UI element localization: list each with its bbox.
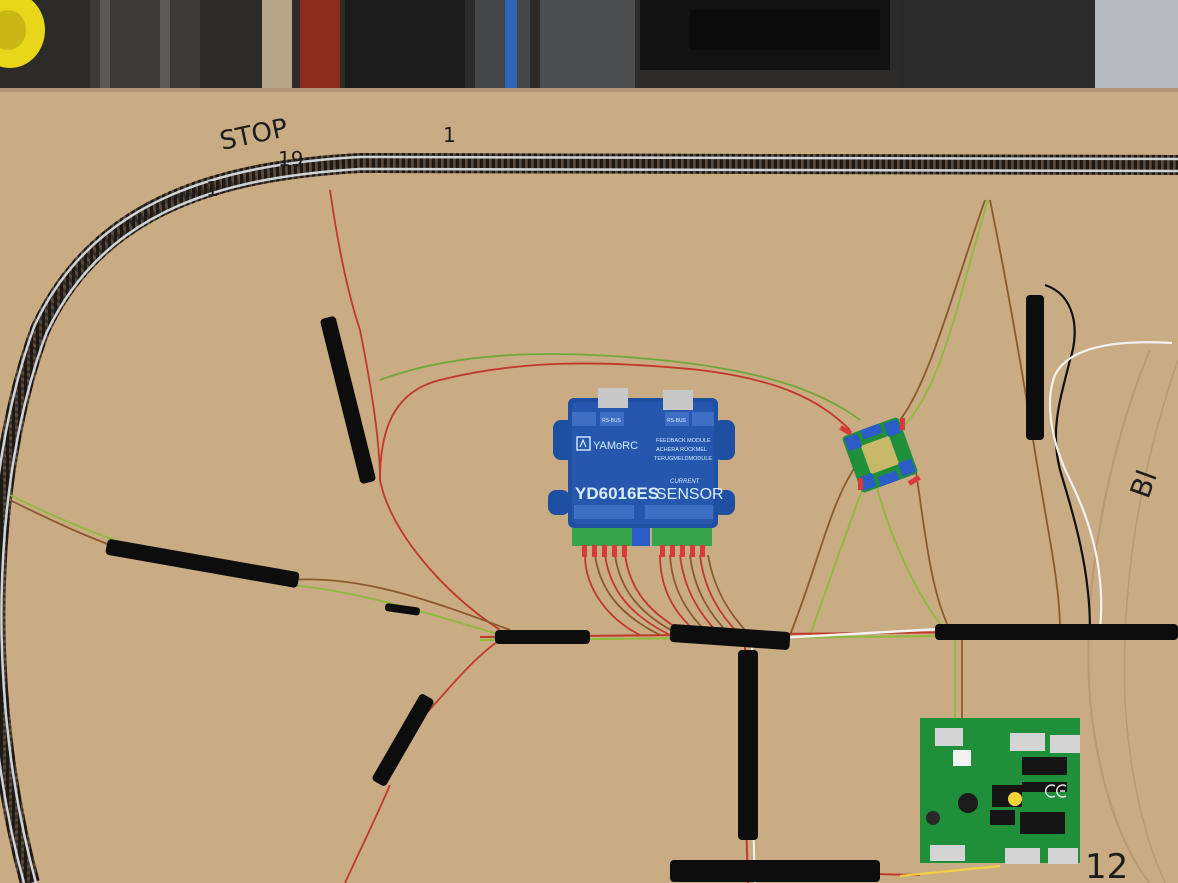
junction-connectors bbox=[839, 418, 921, 490]
terminal-block-left bbox=[572, 528, 632, 546]
model-label: YD6016ES bbox=[575, 484, 659, 503]
rs-bus-port-right bbox=[663, 390, 693, 410]
desc-line-1: FEEDBACK MODULE bbox=[656, 438, 711, 444]
note-1-top: 1 bbox=[443, 123, 456, 147]
rs-bus-port-left bbox=[598, 388, 628, 408]
type-large-label: SENSOR bbox=[656, 486, 724, 503]
detector-pcb bbox=[920, 718, 1080, 864]
ce-mark-icon bbox=[1045, 784, 1067, 798]
port-label-left: RS-BUS bbox=[602, 418, 622, 424]
type-small-label: CURRENT bbox=[670, 479, 701, 485]
background-shelf bbox=[0, 0, 1178, 95]
junction-block bbox=[842, 417, 918, 493]
terminal-block-right bbox=[652, 528, 712, 546]
desc-line-2: ACHERA RÜCKMEL bbox=[656, 446, 707, 453]
feedback-module: RS-BUS RS-BUS YAMoRC FEEDBACK MODULE ACH… bbox=[548, 388, 735, 557]
yamorc-logo-icon bbox=[576, 436, 591, 451]
note-12: 12 bbox=[1085, 847, 1128, 883]
cable-clips bbox=[105, 295, 1178, 882]
note-19: 19 bbox=[278, 147, 303, 171]
port-label-right: RS-BUS bbox=[667, 418, 687, 424]
desc-line-3: TERUGMELDMODULE bbox=[654, 456, 712, 462]
note-1-left: 1 bbox=[206, 177, 219, 201]
terminal-block-mid bbox=[632, 528, 650, 546]
track bbox=[0, 152, 1178, 883]
brand-label: YAMoRC bbox=[593, 440, 638, 452]
